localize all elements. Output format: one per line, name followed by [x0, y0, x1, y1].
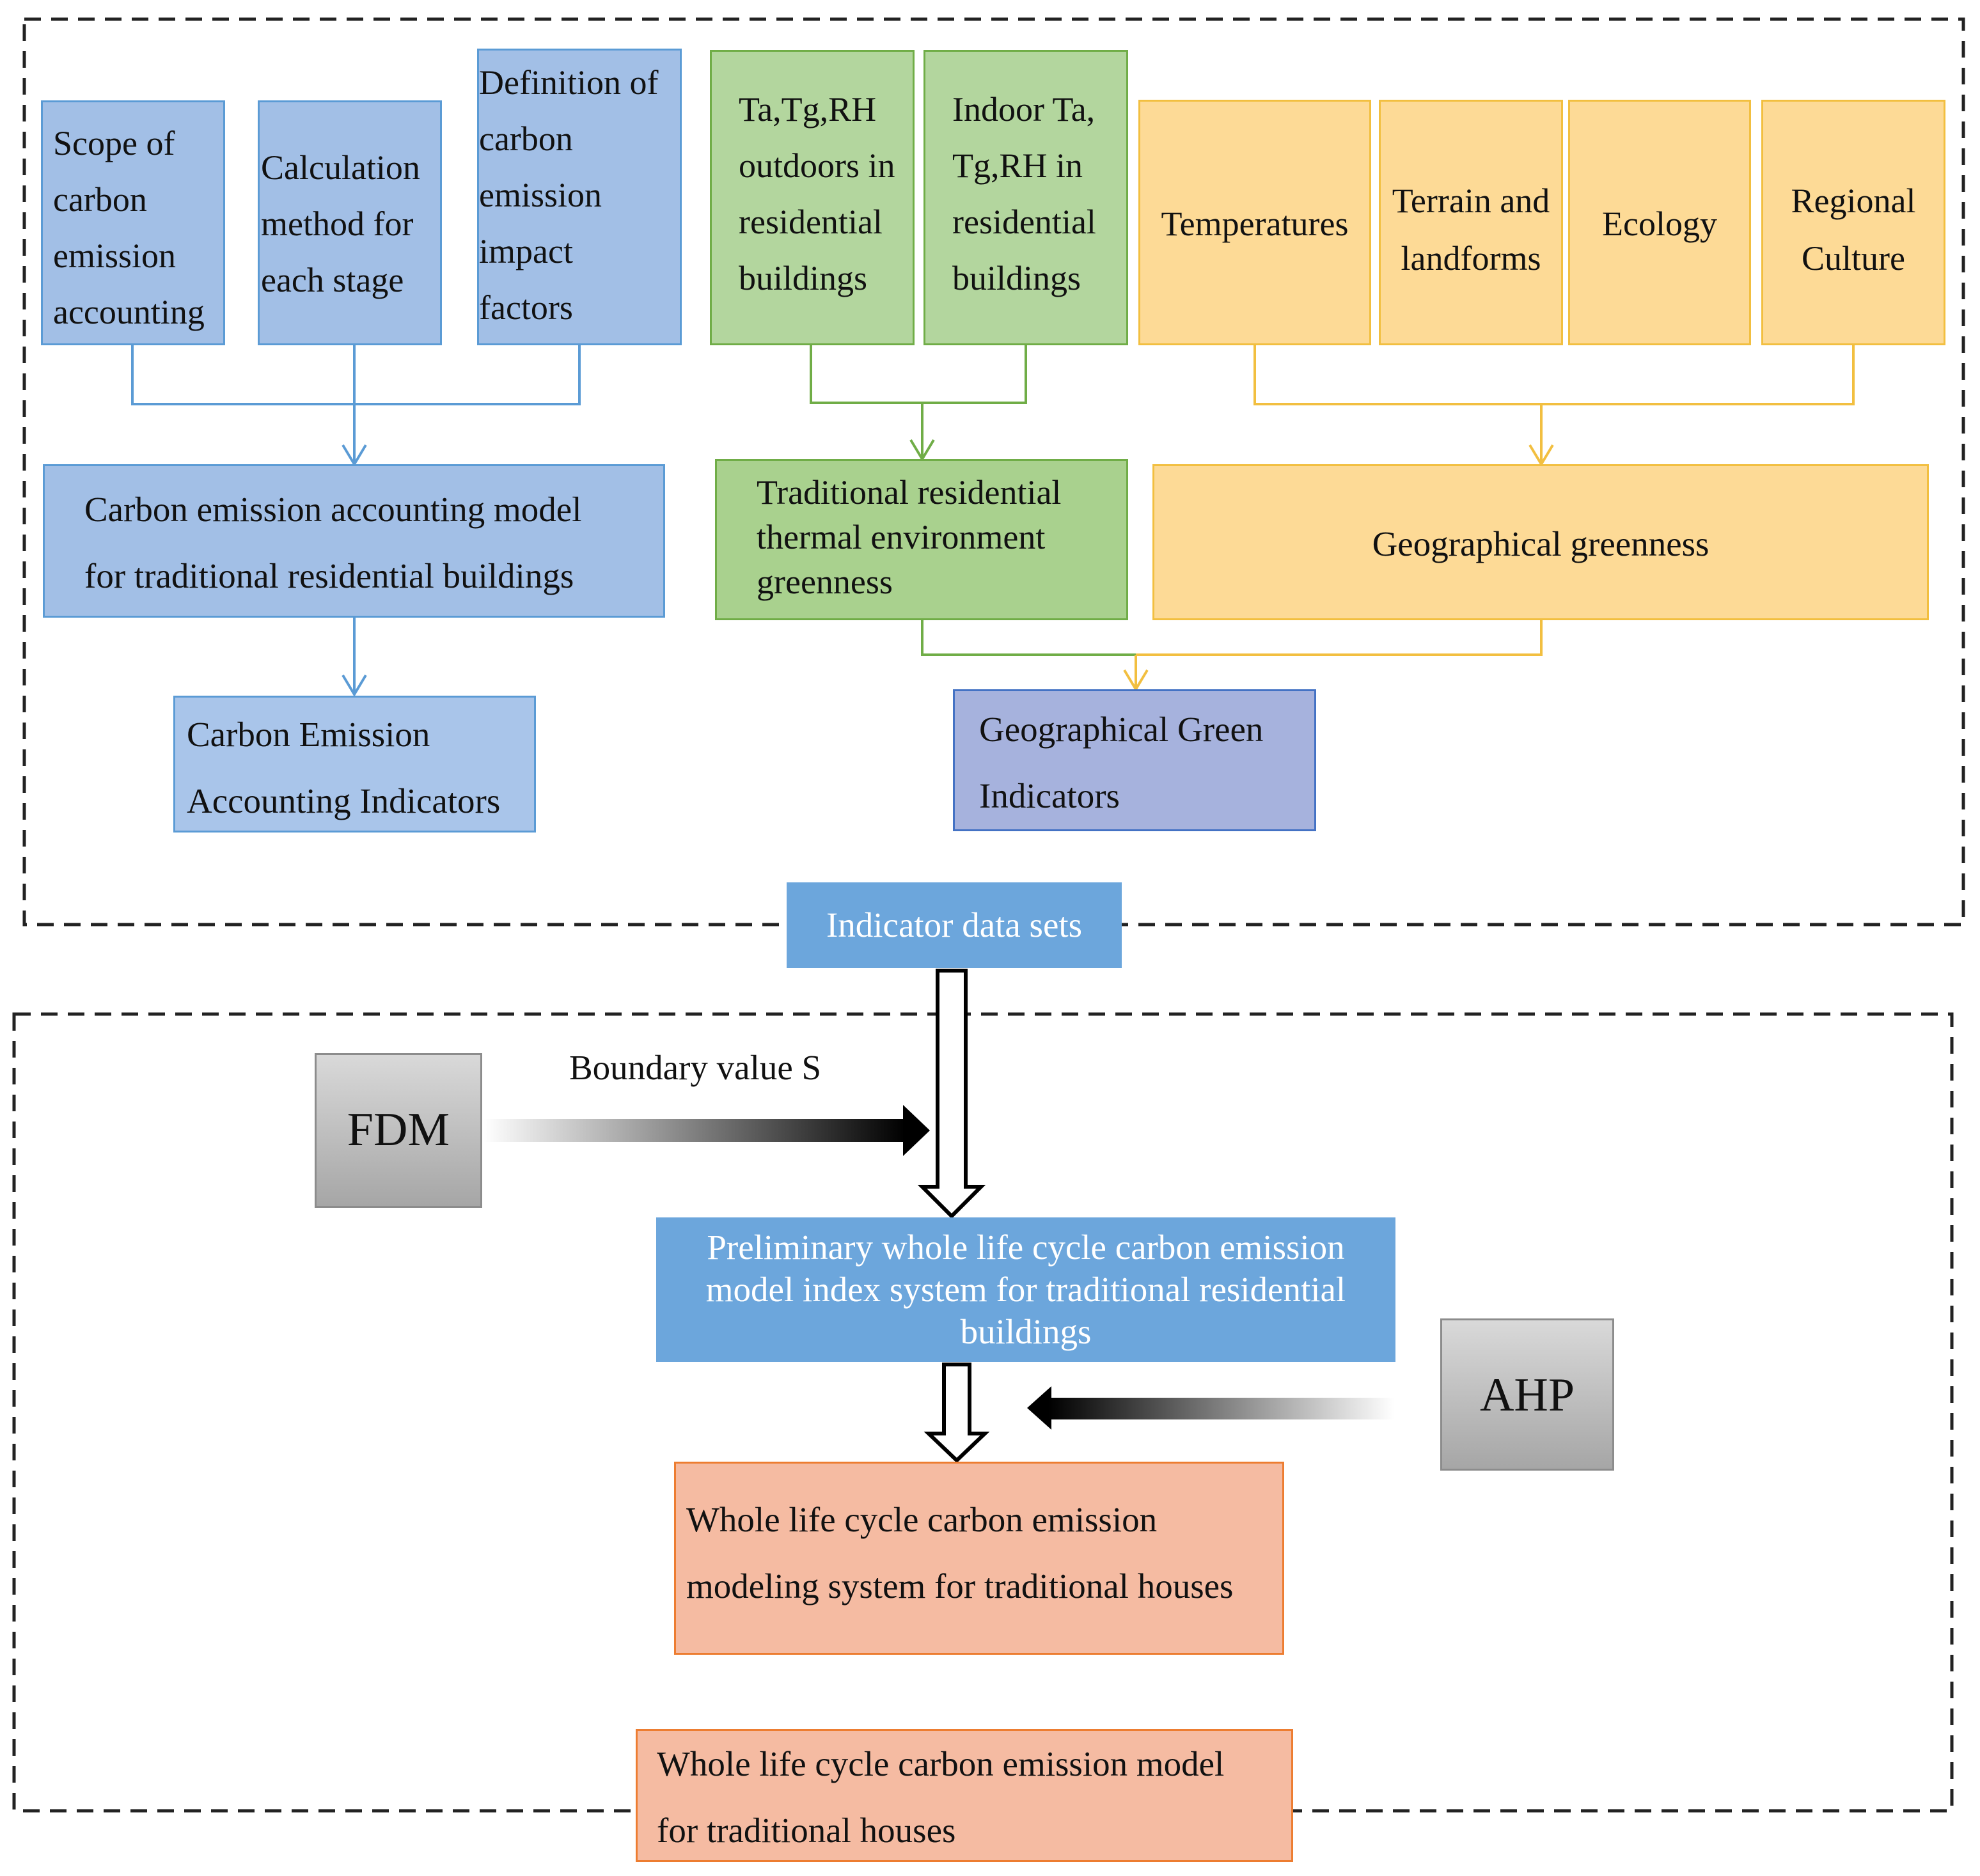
boundary-value-label: Boundary value S — [569, 1048, 822, 1087]
geographical-greenness-box: Geographical greenness — [1152, 464, 1929, 620]
carbon-connector — [131, 345, 581, 697]
geographical-greenness-label: Geographical greenness — [1372, 524, 1709, 563]
indoor-thermal-box: Indoor Ta, Tg,RH in residential building… — [923, 50, 1128, 345]
hollow-arrow-down-1 — [917, 969, 986, 1219]
geographical-indicators-box: Geographical Green Indicators — [953, 689, 1316, 831]
fdm-arrow — [483, 1105, 930, 1156]
ecology-label: Ecology — [1602, 205, 1717, 243]
preliminary-system-label: Preliminary whole life cycle carbon emis… — [705, 1228, 1346, 1351]
impact-factors-box: Definition of carbon emission impact fac… — [477, 49, 682, 345]
carbon-model-box: Carbon emission accounting model for tra… — [43, 464, 665, 618]
hollow-arrow-down-2 — [923, 1363, 990, 1464]
ahp-arrow — [1027, 1386, 1394, 1430]
regional-culture-label: Regional Culture — [1791, 182, 1916, 277]
fdm-box: FDM — [315, 1053, 482, 1208]
regional-culture-box: Regional Culture — [1761, 100, 1945, 345]
ecology-box: Ecology — [1568, 100, 1751, 345]
temperatures-label: Temperatures — [1161, 205, 1349, 243]
indicator-data-sets-label: Indicator data sets — [826, 905, 1083, 944]
outdoor-thermal-label: Ta,Tg,RH outdoors in residential buildin… — [739, 90, 895, 297]
outdoor-thermal-box: Ta,Tg,RH outdoors in residential buildin… — [710, 50, 915, 345]
calculation-method-box: Calculation method for each stage — [258, 100, 442, 345]
terrain-box: Terrain and landforms — [1379, 100, 1563, 345]
indoor-thermal-label: Indoor Ta, Tg,RH in residential building… — [952, 90, 1096, 297]
terrain-label: Terrain and landforms — [1392, 182, 1550, 277]
carbon-model-label: Carbon emission accounting model for tra… — [84, 490, 582, 595]
carbon-scope-box: Scope of carbon emission accounting — [41, 100, 225, 345]
modeling-system-label: Whole life cycle carbon emission modelin… — [686, 1500, 1234, 1606]
modeling-system-box: Whole life cycle carbon emission modelin… — [674, 1462, 1284, 1655]
geographical-indicators-label: Geographical Green Indicators — [979, 710, 1264, 815]
final-model-label: Whole life cycle carbon emission model f… — [657, 1744, 1225, 1850]
temperatures-box: Temperatures — [1138, 100, 1371, 345]
lower-dashed-frame — [12, 1012, 1954, 1813]
calculation-method-label: Calculation method for each stage — [261, 148, 420, 299]
carbon-indicators-label: Carbon Emission Accounting Indicators — [187, 715, 501, 820]
thermal-greenness-box: Traditional residential thermal environm… — [715, 459, 1128, 620]
fdm-label: FDM — [347, 1104, 450, 1156]
indicator-data-sets-box: Indicator data sets — [787, 882, 1122, 968]
carbon-scope-label: Scope of carbon emission accounting — [53, 124, 205, 331]
ahp-box: AHP — [1440, 1318, 1614, 1471]
thermal-greenness-label: Traditional residential thermal environm… — [757, 473, 1062, 601]
impact-factors-label: Definition of carbon emission impact fac… — [479, 63, 659, 327]
ahp-label: AHP — [1479, 1369, 1575, 1421]
final-model-box: Whole life cycle carbon emission model f… — [636, 1729, 1293, 1862]
preliminary-system-box: Preliminary whole life cycle carbon emis… — [656, 1217, 1395, 1362]
carbon-indicators-box: Carbon Emission Accounting Indicators — [173, 696, 536, 832]
